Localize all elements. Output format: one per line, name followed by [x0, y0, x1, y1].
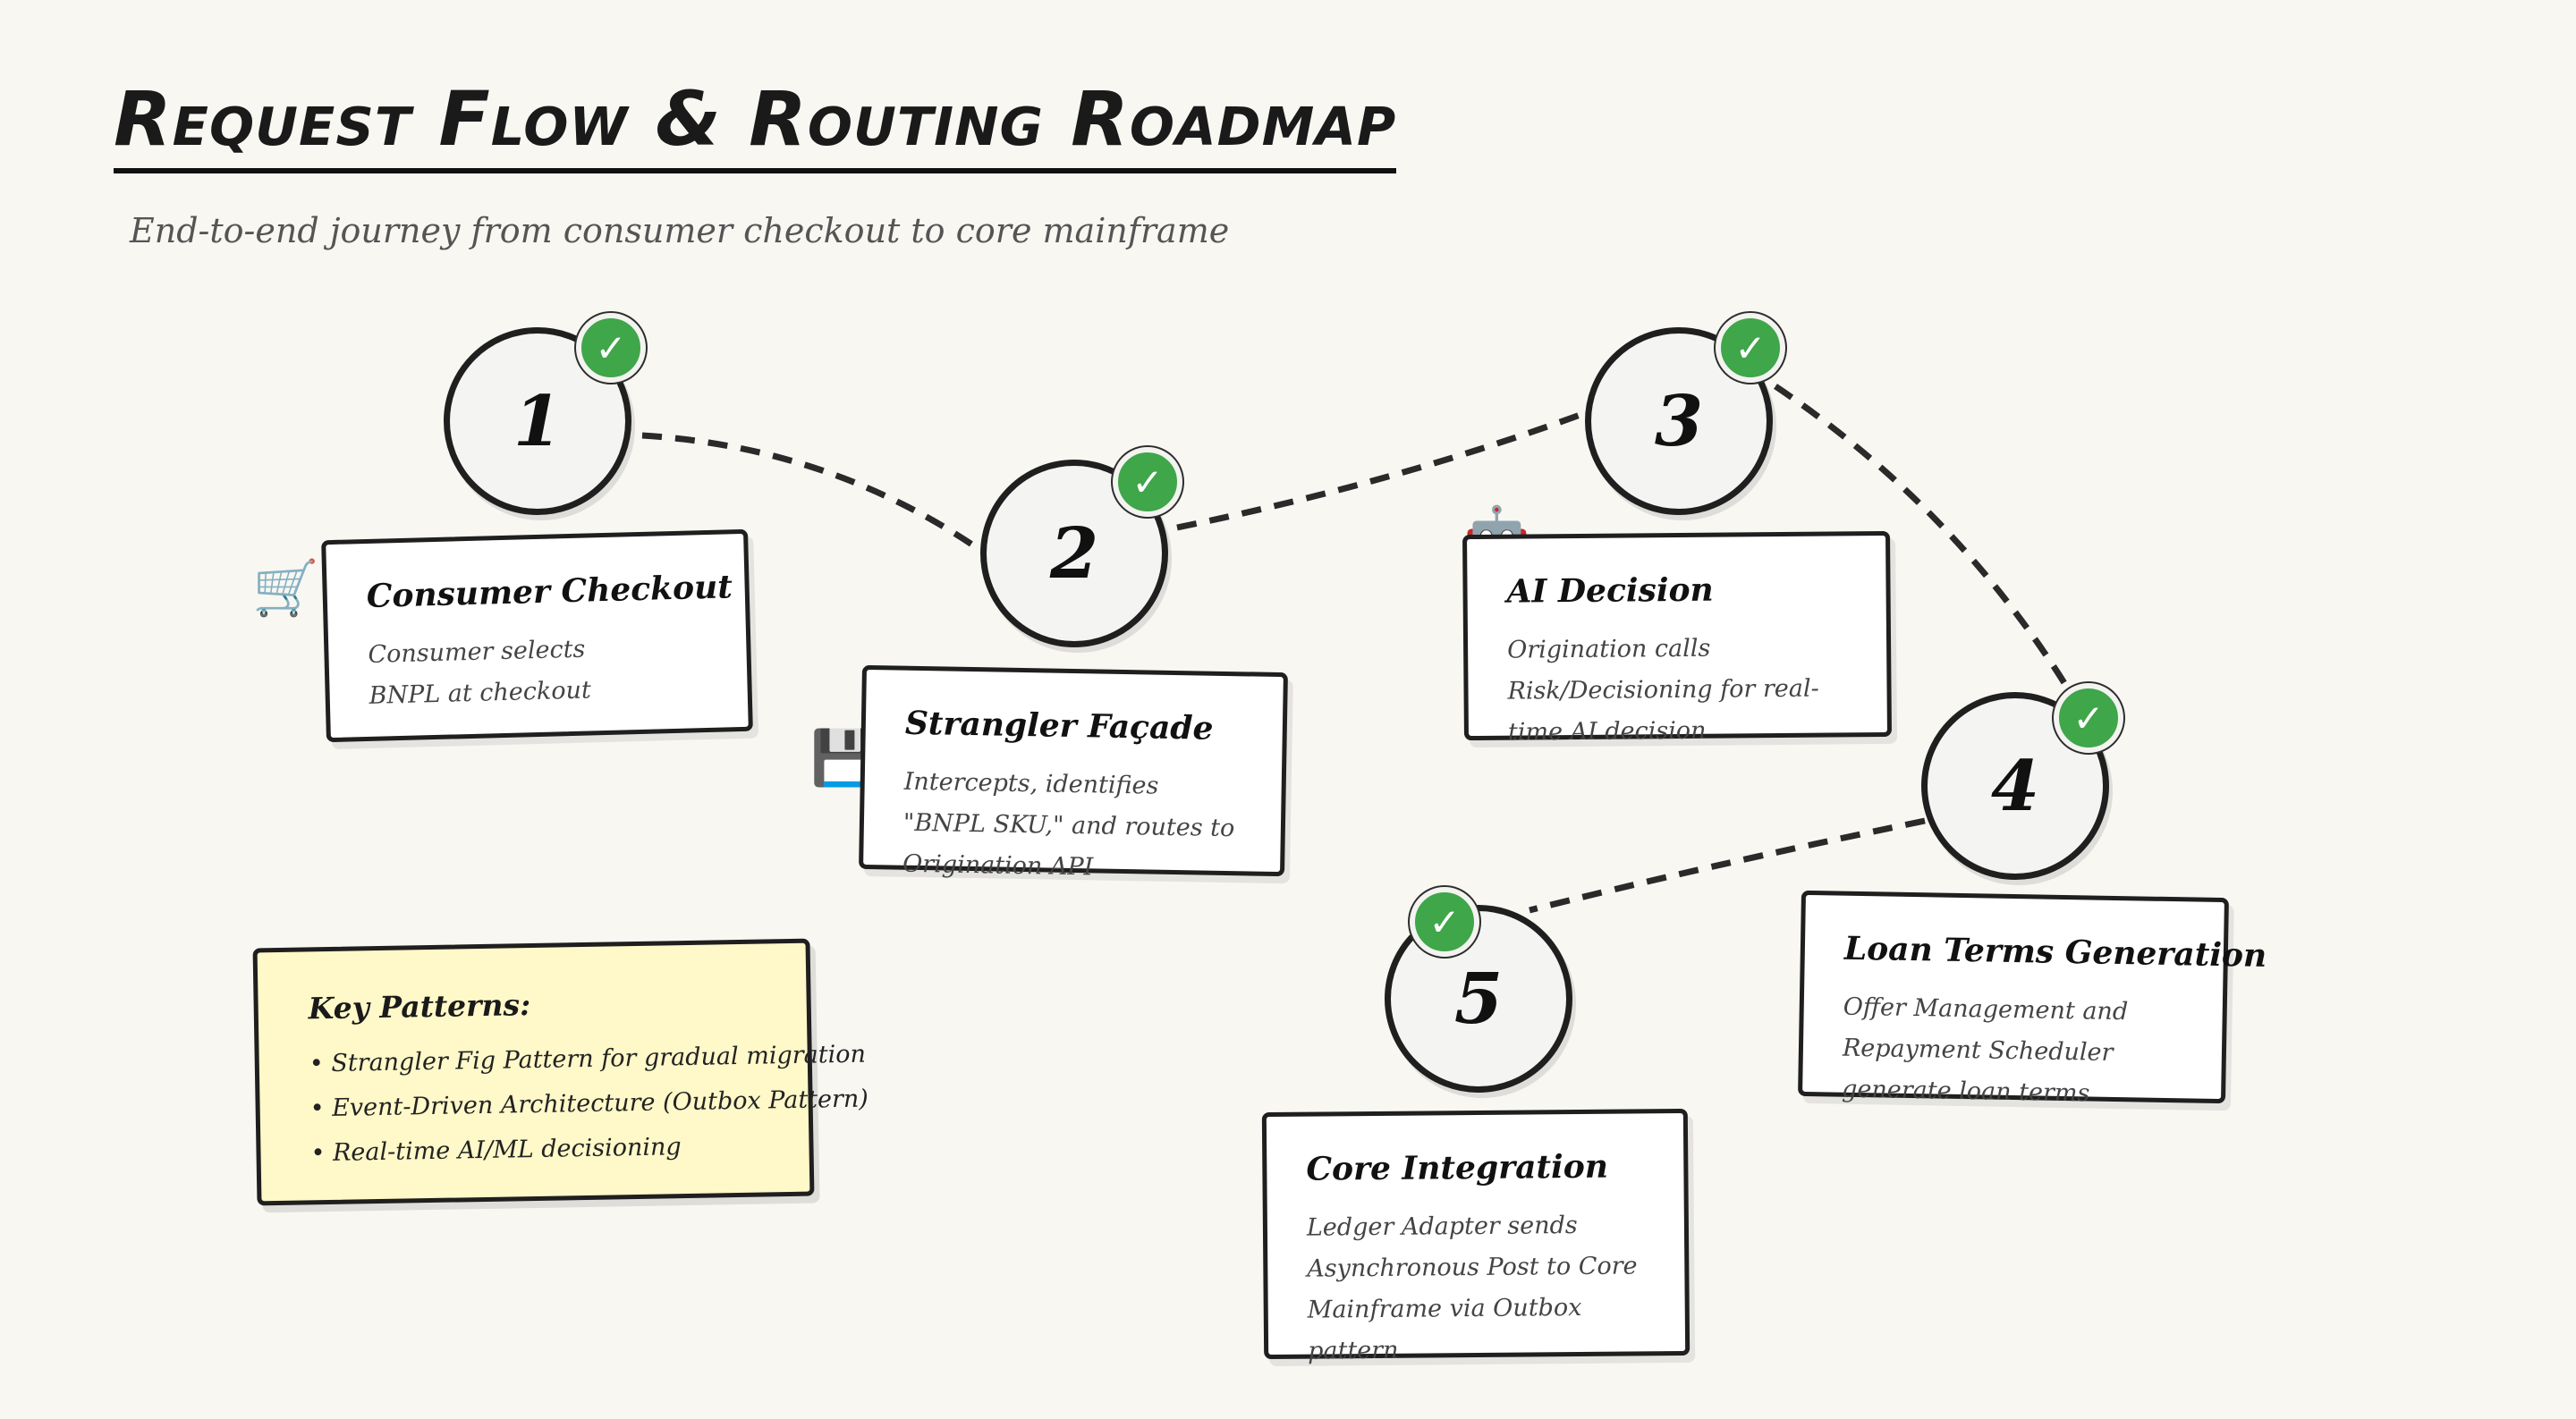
step-1-card: Consumer Checkout Consumer selects BNPL … [321, 528, 753, 743]
step-4-check-icon: ✓ [2054, 683, 2123, 753]
connector-2-3 [1176, 410, 1587, 531]
step-2-circle: 2 [980, 460, 1168, 647]
step-5-card: Core Integration Ledger Adapter sends As… [1261, 1108, 1690, 1365]
step-5-check-icon: ✓ [1410, 887, 1479, 957]
step-2-description: Intercepts, identifies "BNPL SKU," and r… [902, 767, 1235, 882]
step-3-title: AI Decision [1506, 570, 1714, 611]
step-3-number: 3 [1654, 380, 1704, 462]
step-2-title: Strangler Façade [904, 704, 1214, 748]
step-4-card: Loan Terms Generation Offer Management a… [1798, 890, 2267, 1108]
step-3-description: Origination calls Risk/Decisioning for r… [1506, 634, 1819, 747]
step-5-number: 5 [1453, 958, 1504, 1040]
step-1-description: Consumer selects BNPL at checkout [368, 635, 592, 710]
step-5-description: Ledger Adapter sends Asynchronous Post t… [1306, 1212, 1638, 1365]
shopping-cart-icon: 🛒 [252, 557, 319, 620]
key-patterns-title: Key Patterns: [308, 987, 531, 1026]
step-1-title: Consumer Checkout [366, 568, 733, 615]
connector-1-2 [641, 432, 986, 555]
page-title: Request Flow & Routing Roadmap [114, 70, 1397, 173]
step-5-title: Core Integration [1306, 1147, 1609, 1188]
step-4-number: 4 [1990, 745, 2040, 827]
step-1-number: 1 [513, 380, 563, 462]
step-2-card: Strangler Façade Intercepts, identifies … [859, 664, 1288, 881]
key-pattern-item: • Strangler Fig Pattern for gradual migr… [309, 1040, 867, 1078]
step-3-card: AI Decision Origination calls Risk/Decis… [1462, 530, 1892, 747]
step-4-description: Offer Management and Repayment Scheduler… [1841, 992, 2129, 1108]
connector-3-4 [1774, 384, 2076, 699]
step-3-check-icon: ✓ [1716, 313, 1785, 383]
step-4-title: Loan Terms Generation [1843, 929, 2267, 975]
page-subtitle: End-to-end journey from consumer checkou… [130, 211, 1230, 250]
key-pattern-item: • Event-Driven Architecture (Outbox Patt… [309, 1085, 869, 1123]
connector-4-5 [1529, 817, 1926, 914]
step-1-check-icon: ✓ [576, 313, 646, 383]
key-patterns-note: Key Patterns: • Strangler Fig Pattern fo… [252, 938, 869, 1206]
step-2-check-icon: ✓ [1113, 447, 1182, 517]
key-pattern-item: • Real-time AI/ML decisioning [310, 1133, 682, 1168]
step-2-number: 2 [1049, 512, 1099, 595]
